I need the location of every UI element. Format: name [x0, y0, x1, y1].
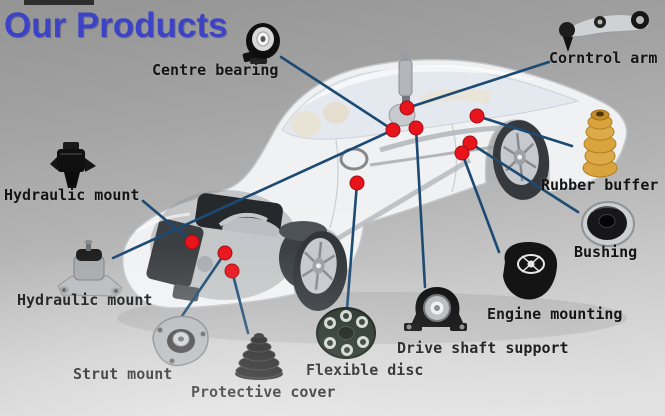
label-rubber-buffer: Rubber buffer — [541, 176, 659, 194]
callout-dot-protective-cover-point — [224, 263, 240, 279]
label-centre-bearing: Centre bearing — [152, 61, 279, 79]
part-hydraulic-mount-lower-image — [57, 240, 123, 297]
callout-dots — [184, 100, 485, 279]
label-protective-cover: Protective cover — [191, 383, 336, 401]
part-centre-bearing-image — [242, 23, 280, 64]
label-bushing: Bushing — [574, 243, 638, 261]
callout-line-bushing — [468, 141, 580, 214]
callout-line-hydraulic-mount-upper — [141, 199, 194, 244]
label-engine-mounting: Engine mounting — [487, 305, 623, 323]
front-wheel — [292, 231, 348, 311]
part-flexible-disc-image — [316, 307, 376, 359]
car-illustration — [117, 52, 628, 344]
callout-line-hydraulic-mount-lower — [111, 128, 395, 260]
label-strut-mount: Strut mount — [73, 365, 173, 383]
part-rubber-buffer-image — [582, 109, 618, 178]
part-hydraulic-mount-upper-image — [50, 142, 96, 188]
callout-line-flexible-disc — [345, 181, 359, 311]
rear-wheel — [492, 120, 550, 200]
label-hydraulic-mount-lower: Hydraulic mount — [17, 291, 153, 309]
label-hydraulic-mount-upper: Hydraulic mount — [4, 186, 140, 204]
label-corntrol-arm: Corntrol arm — [549, 49, 658, 67]
callout-dot-flexible-disc-point — [349, 175, 365, 191]
callout-dot-strut-mount-point — [217, 245, 233, 261]
callout-dot-bushing-point — [462, 135, 478, 151]
part-control-arm-image — [559, 11, 650, 52]
callout-dot-rubber-buffer-point — [469, 108, 485, 124]
part-bushing-image — [581, 201, 635, 247]
callout-line-corntrol-arm — [405, 60, 551, 110]
callout-lines — [111, 55, 580, 335]
callout-dot-drive-shaft-point — [408, 120, 424, 136]
top-edge-artifact — [24, 0, 94, 5]
callout-line-engine-mounting — [460, 151, 501, 254]
callout-line-strut-mount — [180, 251, 227, 318]
callout-dot-hydraulic-upper-point — [184, 234, 200, 250]
part-engine-mounting-image — [503, 242, 558, 300]
callout-line-drive-shaft-support — [414, 126, 427, 289]
part-protective-cover-image — [235, 333, 283, 380]
label-flexible-disc: Flexible disc — [306, 361, 424, 379]
part-strut-mount-image — [152, 315, 209, 367]
label-drive-shaft-support: Drive shaft support — [397, 339, 569, 357]
callout-dot-engine-mounting-point — [454, 145, 470, 161]
callout-line-centre-bearing — [279, 55, 395, 132]
page-title: Our Products — [4, 6, 228, 45]
callout-dot-control-arm-point — [399, 100, 415, 116]
part-drive-shaft-support-image — [404, 287, 467, 331]
callout-dot-centre-bearing-point — [385, 122, 401, 138]
callout-line-protective-cover — [230, 269, 250, 335]
callout-line-rubber-buffer — [475, 114, 574, 148]
